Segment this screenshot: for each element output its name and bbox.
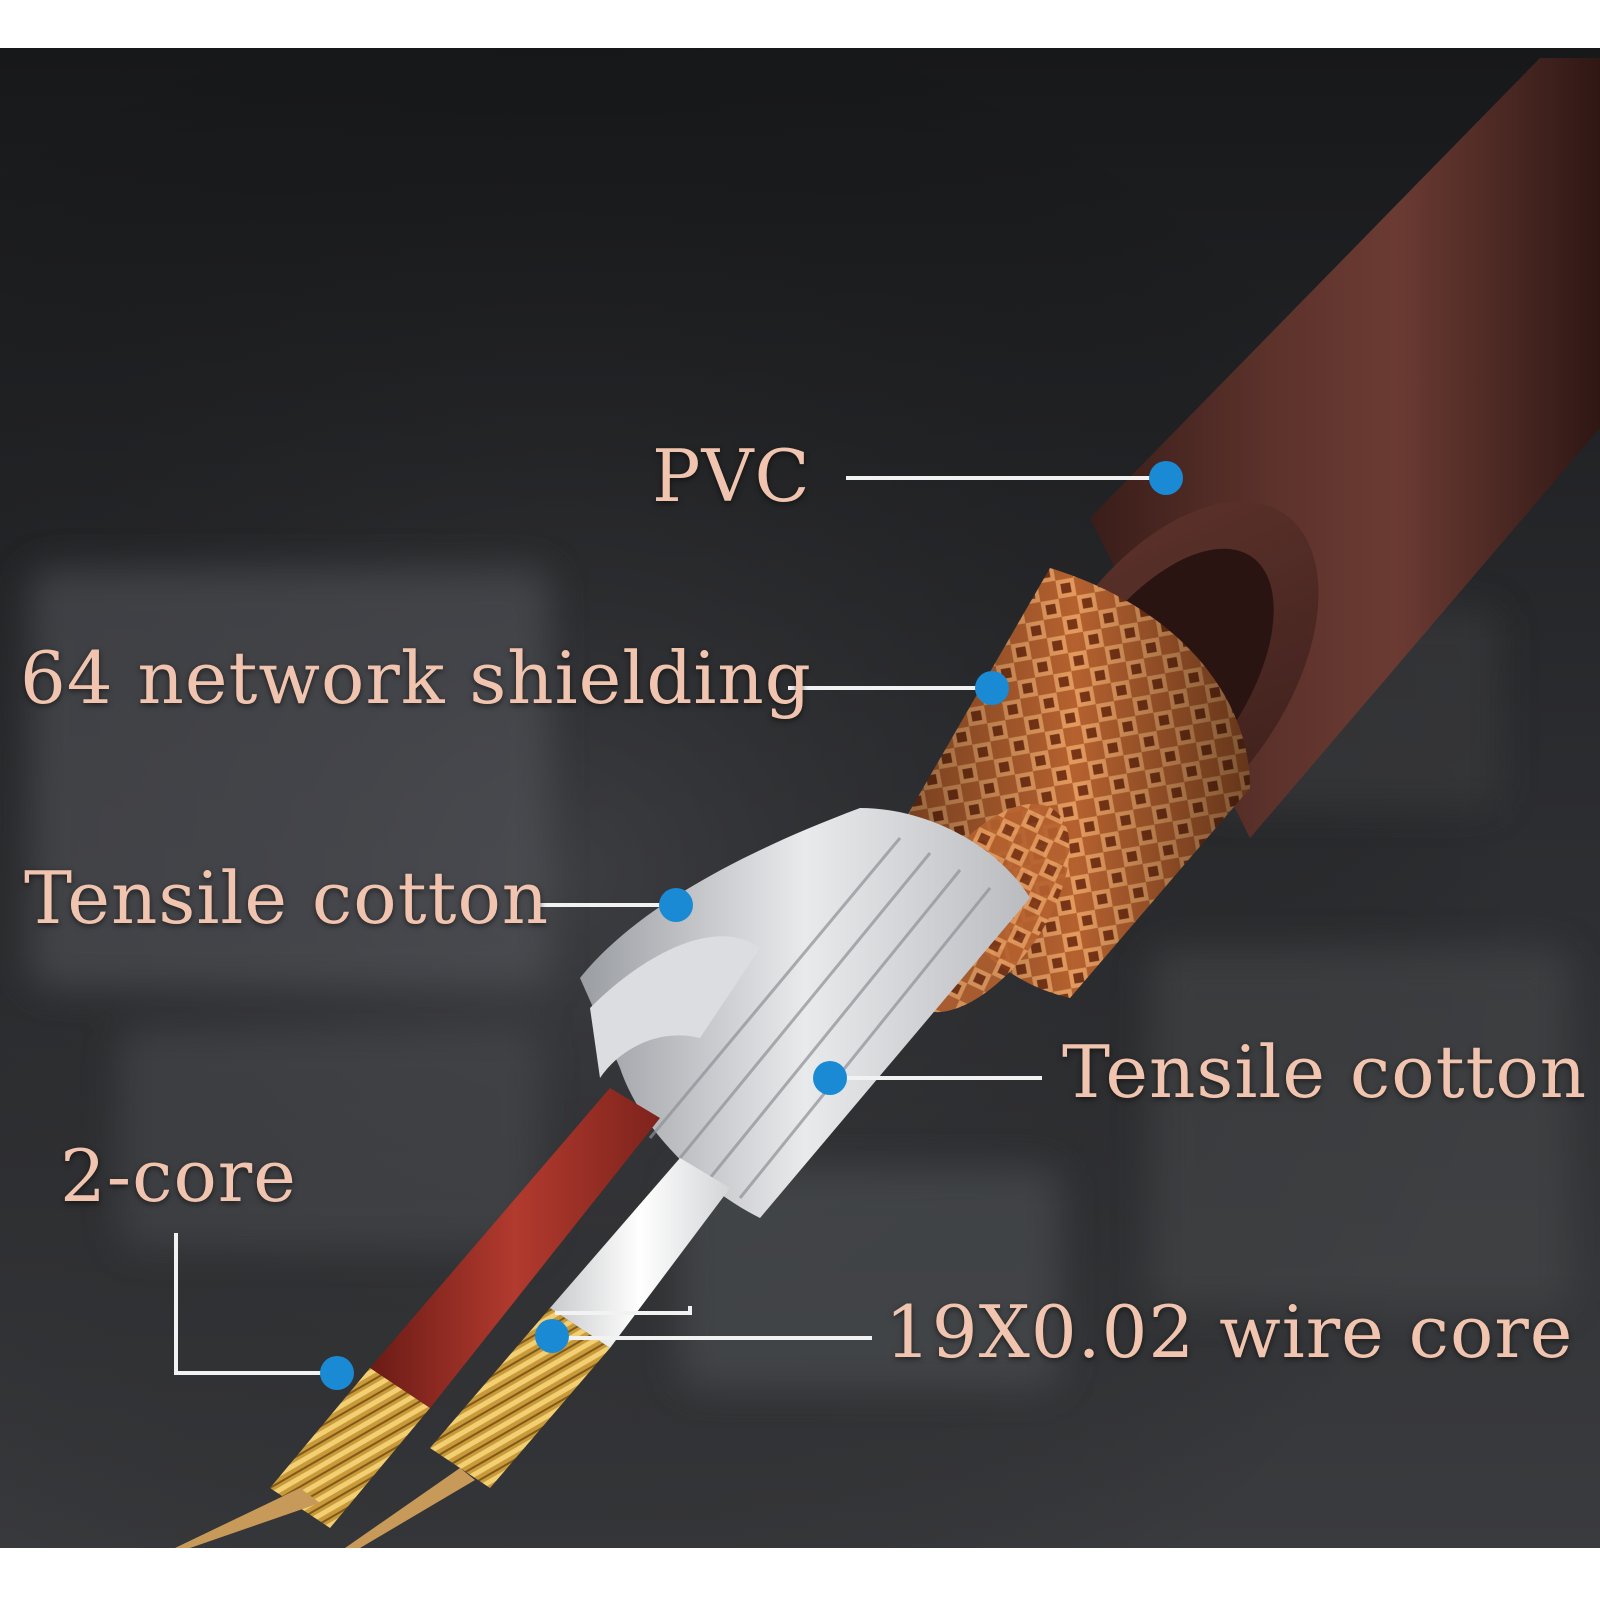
label-two-core: 2-core <box>60 1134 297 1218</box>
white-insulated-core <box>345 1158 730 1548</box>
marker-dot-wire-core <box>535 1319 569 1353</box>
marker-dots <box>320 461 1183 1390</box>
label-wire-core: 19X0.02 wire core <box>885 1290 1574 1374</box>
marker-dot-pvc <box>1149 461 1183 495</box>
label-pvc: PVC <box>652 434 811 518</box>
tensile-cotton-wrap <box>580 808 1030 1218</box>
label-64-network-shielding: 64 network shielding <box>20 636 812 720</box>
label-tensile-cotton-inner: Tensile cotton <box>1062 1030 1588 1114</box>
marker-dot-two-core <box>320 1356 354 1390</box>
marker-dot-cotton-inner <box>813 1061 847 1095</box>
leader-lines <box>174 476 1160 1375</box>
leader-line-wire-core-a <box>555 1306 692 1315</box>
cable-diagram: PVC 64 network shielding Tensile cotton … <box>0 48 1600 1548</box>
marker-dot-shield <box>975 671 1009 705</box>
marker-dot-cotton-outer <box>659 888 693 922</box>
leader-line-two-core <box>174 1233 330 1375</box>
cable-cross-section-illustration <box>0 48 1600 1548</box>
red-insulated-core <box>175 1088 660 1548</box>
label-tensile-cotton-outer: Tensile cotton <box>24 856 550 940</box>
